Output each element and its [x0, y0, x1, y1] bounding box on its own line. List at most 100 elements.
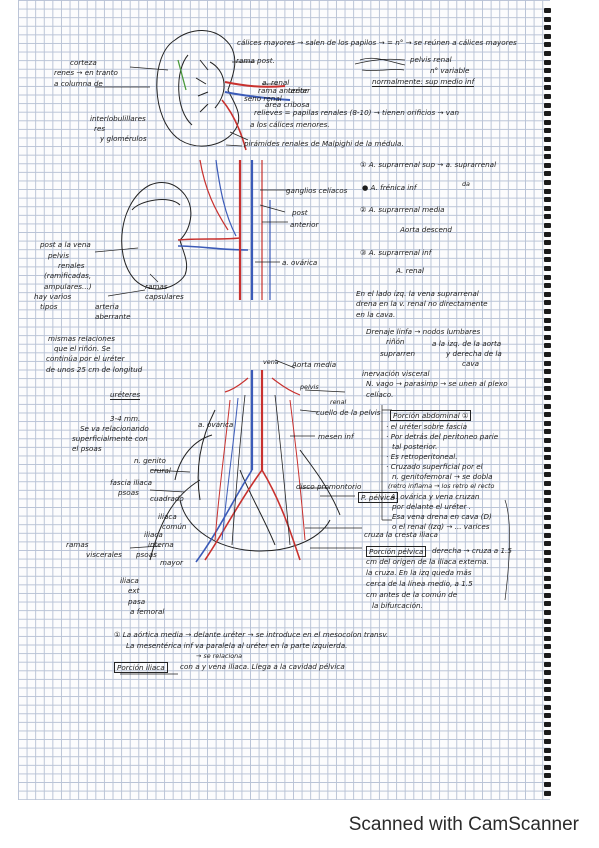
note-ramas: ramas	[145, 282, 168, 291]
binding-hole	[544, 85, 551, 91]
note-seno-renal: seno renal	[244, 94, 282, 103]
note-renales: renales	[58, 261, 85, 270]
note-porcion-pelvica: Porción pélvica	[366, 546, 427, 557]
note-comun: común	[162, 522, 187, 531]
note-aorta-label: Aorta media	[292, 360, 337, 369]
note-papilas: relieves = papilas renales (8-10) → tien…	[254, 108, 460, 117]
binding-hole	[544, 773, 551, 779]
binding-hole	[544, 635, 551, 641]
note-abd11: o el renal (Izq) → ... varices	[392, 522, 490, 531]
binding-hole	[544, 790, 551, 796]
binding-hole	[544, 532, 551, 538]
note-capsulares: capsulares	[145, 292, 184, 301]
note-cuello-pelvis: cuello de la pelvis	[316, 408, 381, 417]
binding-hole	[544, 180, 551, 185]
binding-hole	[544, 334, 551, 340]
binding-hole	[544, 274, 551, 280]
note-mesen-inf: mesen inf	[318, 432, 354, 441]
note-bottom1: ① La aórtica media → delante uréter → se…	[114, 630, 389, 639]
note-abd2: · Por detrás del peritoneo parie	[386, 432, 499, 441]
note-inervacion: inervación visceral	[362, 369, 430, 378]
note-pel4: cerca de la línea medio, a 1.5	[366, 579, 473, 588]
binding-hole	[544, 257, 551, 263]
binding-hole	[544, 119, 551, 125]
note-iliaca-int: iliaca	[144, 530, 163, 539]
binding-hole	[544, 506, 551, 512]
binding-hole	[544, 395, 551, 400]
binding-hole	[544, 541, 551, 547]
binding-hole	[544, 721, 551, 727]
note-cresta: cruza la cresta iliaca	[364, 530, 438, 539]
note-renal-2: renal	[330, 398, 347, 406]
note-interna: interna	[148, 540, 174, 549]
note-tipos: tipos	[40, 302, 58, 311]
binding-hole	[544, 300, 551, 306]
note-normalmente: normalmente: sup medio inf	[372, 77, 475, 87]
binding-hole	[544, 205, 551, 211]
note-ramificadas: (ramificadas,	[44, 271, 92, 280]
binding-hole	[544, 455, 551, 461]
binding-hole	[544, 730, 551, 736]
note-a-suprarrenal-sup: ① A. suprarrenal sup → a. suprarrenal	[360, 160, 497, 169]
note-cava: cava	[462, 359, 480, 368]
binding-hole	[544, 291, 551, 297]
note-a-supra-inf: ③ A. suprarrenal inf	[360, 248, 432, 257]
binding-hole	[544, 696, 551, 701]
note-abd5: · Cruzado superficial por el	[386, 462, 483, 471]
binding-hole	[544, 154, 551, 160]
binding-hole	[544, 369, 551, 375]
binding-hole	[544, 188, 551, 194]
note-iliaca-ext: iliaca	[120, 576, 139, 585]
note-rinon: riñón	[386, 337, 405, 346]
renal-artery-path	[224, 81, 286, 88]
note-pel1: derecha → cruza a 1.5	[432, 546, 512, 555]
binding-hole	[544, 670, 551, 676]
binding-hole	[544, 584, 551, 590]
note-a-supra-media: ② A. suprarrenal media	[360, 205, 445, 214]
binding-hole	[544, 764, 551, 770]
binding-hole	[544, 266, 551, 271]
scanner-footer: Scanned with CamScanner	[0, 800, 599, 848]
binding-hole	[544, 25, 551, 31]
note-psoas-mayor: psoas	[136, 550, 157, 559]
binding-hole	[544, 498, 551, 504]
note-rama-post: rama post.	[236, 56, 275, 65]
anatomy-drawings	[94, 30, 510, 675]
note-da: da	[462, 180, 470, 188]
note-relaciona1: Se va relacionando	[80, 424, 149, 433]
note-res: res	[94, 124, 106, 133]
note-post: post	[292, 208, 308, 217]
note-genito: n. genito	[134, 456, 166, 465]
note-aorta-descend: Aorta descend	[400, 225, 452, 234]
note-area-cribosa: área cribosa	[265, 100, 310, 109]
note-izq-line3: en la cava.	[356, 310, 396, 319]
binding-hole	[544, 33, 551, 39]
note-a-femoral: a femoral	[130, 607, 165, 616]
note-continua: continúa por el uréter	[46, 354, 125, 363]
note-relaciona3: el psoas	[72, 444, 102, 453]
note-abd10: Esa vena drena en cava (D)	[392, 512, 492, 521]
renal-vein-path	[224, 91, 291, 101]
note-pel6: la bifurcación.	[372, 601, 423, 610]
binding-hole	[544, 592, 551, 598]
graph-paper-sheet	[18, 0, 550, 800]
note-drenaje: Drenaje linfa → nodos lumbares	[366, 327, 481, 336]
note-bottom4: con a y vena iliaca. Llega a la cavidad …	[180, 662, 345, 671]
note-abd9: por delante el uréter .	[392, 502, 472, 511]
note-unos-25: de unos 25 cm de longitud	[46, 365, 143, 374]
note-a-renal: a. renal	[262, 78, 290, 87]
note-mm: 3-4 mm.	[110, 414, 141, 423]
note-abd3: tal posterior.	[392, 442, 438, 451]
binding-hole	[544, 42, 551, 48]
note-ganglios: ganglios celíacos	[286, 186, 348, 195]
binding-hole	[544, 438, 551, 443]
note-suprarren: suprarren	[380, 349, 416, 358]
note-cuadrado: cuadrado	[150, 494, 184, 503]
note-piramides: pirámides renales de Malpighi de la médu…	[244, 139, 404, 148]
binding-hole	[544, 343, 551, 349]
binding-hole	[544, 145, 551, 151]
binding-hole	[544, 16, 551, 22]
note-vena-label: vena	[263, 358, 279, 366]
note-ramas-visc: ramas	[66, 540, 89, 549]
note-abd4: · Es retroperitoneal.	[386, 452, 458, 461]
